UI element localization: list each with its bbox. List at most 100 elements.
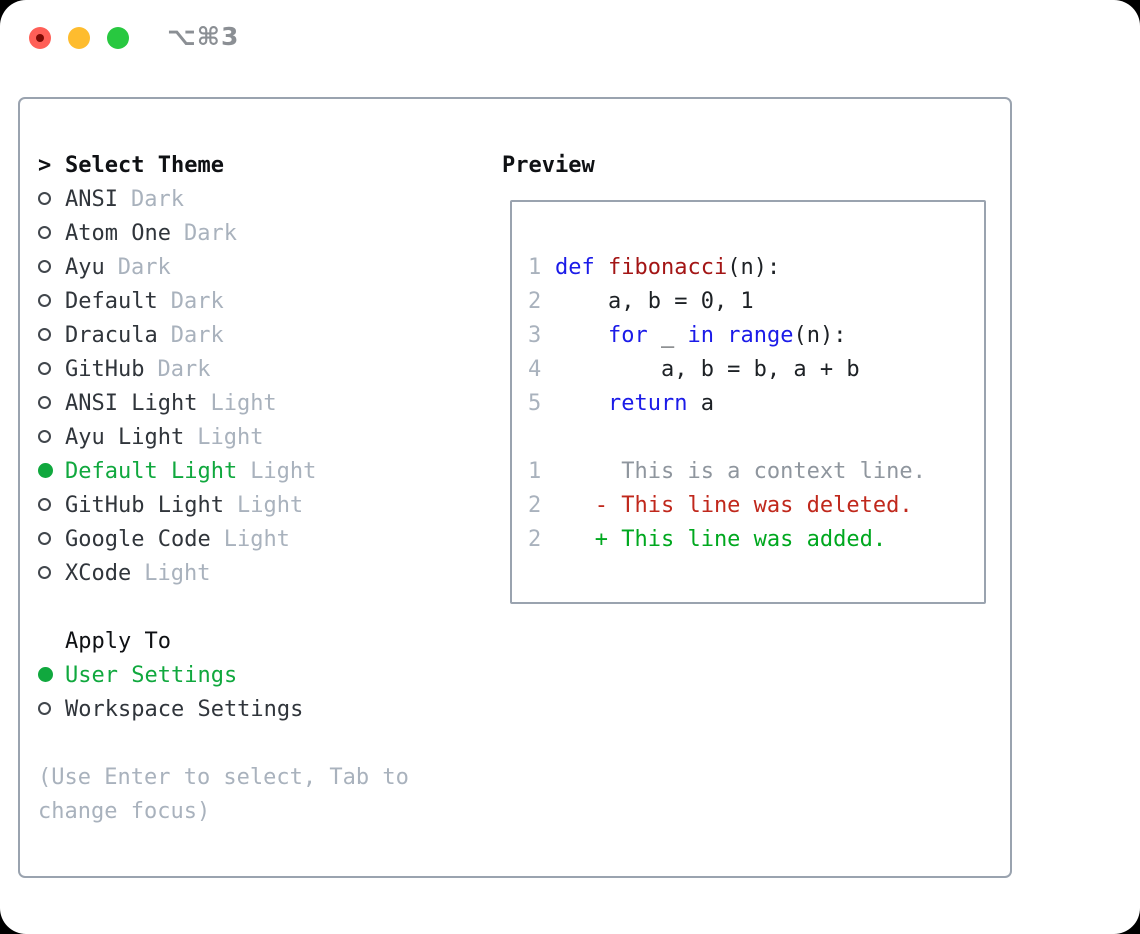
radio-icon	[38, 191, 51, 205]
theme-option[interactable]: Ayu Dark	[38, 251, 500, 285]
radio-marker	[38, 353, 65, 387]
radio-icon	[38, 497, 51, 511]
theme-variant: Dark	[170, 323, 224, 348]
theme-variant: Light	[144, 561, 211, 586]
theme-option[interactable]: ANSI Light Light	[38, 387, 500, 421]
preview-line: 2 a, b = 0, 1	[528, 285, 974, 319]
line-number: 1	[528, 459, 542, 484]
theme-name: Atom One	[65, 221, 171, 246]
radio-icon	[38, 259, 51, 273]
line-number: 1	[528, 255, 542, 280]
radio-marker	[38, 183, 65, 217]
focus-marker: >	[38, 153, 52, 178]
theme-variant: Dark	[183, 221, 237, 246]
radio-marker	[38, 285, 65, 319]
traffic-lights	[29, 27, 129, 49]
preview-line	[528, 421, 974, 455]
apply-option-label: User Settings	[65, 663, 238, 688]
theme-option[interactable]: Atom One Dark	[38, 217, 500, 251]
code-token: + This line was added.	[555, 527, 887, 552]
radio-icon	[38, 327, 51, 341]
theme-variant: Dark	[117, 255, 171, 280]
theme-variant: Light	[197, 425, 264, 450]
theme-name: Ayu	[65, 255, 105, 280]
theme-variant: Light	[223, 527, 290, 552]
code-token: for	[607, 323, 648, 348]
preview-line: 2 - This line was deleted.	[528, 489, 974, 523]
theme-option[interactable]: Ayu Light Light	[38, 421, 500, 455]
spacer	[38, 591, 500, 625]
code-token: a, b = 0, 1	[555, 289, 754, 314]
radio-marker	[38, 251, 65, 285]
line-number: 5	[528, 391, 542, 416]
apply-option-label: Workspace Settings	[65, 697, 304, 722]
line-number: 2	[528, 527, 542, 552]
theme-name: XCode	[65, 561, 132, 586]
window-title: ⌥⌘3	[167, 22, 240, 51]
titlebar: ⌥⌘3	[0, 0, 1140, 97]
theme-list-header: > Select Theme	[38, 149, 500, 183]
theme-variant: Dark	[157, 357, 211, 382]
code-token: a, b = b, a + b	[555, 357, 860, 382]
theme-variant: Light	[236, 493, 304, 518]
spacer	[38, 727, 500, 761]
radio-icon	[38, 361, 51, 375]
code-token: range	[727, 323, 794, 348]
preview-line: 1 This is a context line.	[528, 455, 974, 489]
theme-option[interactable]: GitHub Dark	[38, 353, 500, 387]
radio-icon	[38, 293, 51, 307]
radio-marker	[38, 455, 65, 489]
theme-variant: Dark	[170, 289, 224, 314]
preview-title: Preview	[502, 153, 595, 178]
apply-to-title: Apply To	[65, 629, 171, 654]
code-token: in	[687, 323, 714, 348]
theme-variant: Light	[250, 459, 317, 484]
code-token: fibonacci	[608, 255, 728, 280]
theme-name: ANSI Light	[65, 391, 198, 416]
code-token: This is a context line.	[555, 459, 926, 484]
radio-marker	[38, 421, 65, 455]
theme-name: GitHub	[65, 357, 145, 382]
code-token: - This line was deleted.	[555, 493, 913, 518]
close-button[interactable]	[29, 27, 51, 49]
line-number: 3	[528, 323, 542, 348]
radio-selected-icon	[38, 462, 53, 478]
radio-icon	[38, 225, 51, 239]
theme-list-title: Select Theme	[65, 153, 224, 178]
radio-marker	[38, 693, 65, 727]
theme-name: Ayu Light	[65, 425, 185, 450]
theme-name: Google Code	[65, 527, 211, 552]
code-token	[714, 323, 727, 348]
radio-marker	[38, 659, 65, 693]
minimize-button[interactable]	[68, 27, 90, 49]
close-dot-icon	[36, 34, 44, 42]
preview-line: 5 return a	[528, 387, 974, 421]
apply-option[interactable]: User Settings	[38, 659, 500, 693]
apply-option[interactable]: Workspace Settings	[38, 693, 500, 727]
radio-icon	[38, 565, 51, 579]
code-token: _	[647, 323, 688, 348]
apply-to-header: Apply To	[38, 625, 500, 659]
theme-option[interactable]: Google Code Light	[38, 523, 500, 557]
theme-option[interactable]: XCode Light	[38, 557, 500, 591]
zoom-button[interactable]	[107, 27, 129, 49]
code-token	[595, 255, 608, 280]
preview-line: 4 a, b = b, a + b	[528, 353, 974, 387]
code-token: return	[607, 391, 688, 416]
theme-variant: Light	[210, 391, 277, 416]
line-number: 4	[528, 357, 542, 382]
